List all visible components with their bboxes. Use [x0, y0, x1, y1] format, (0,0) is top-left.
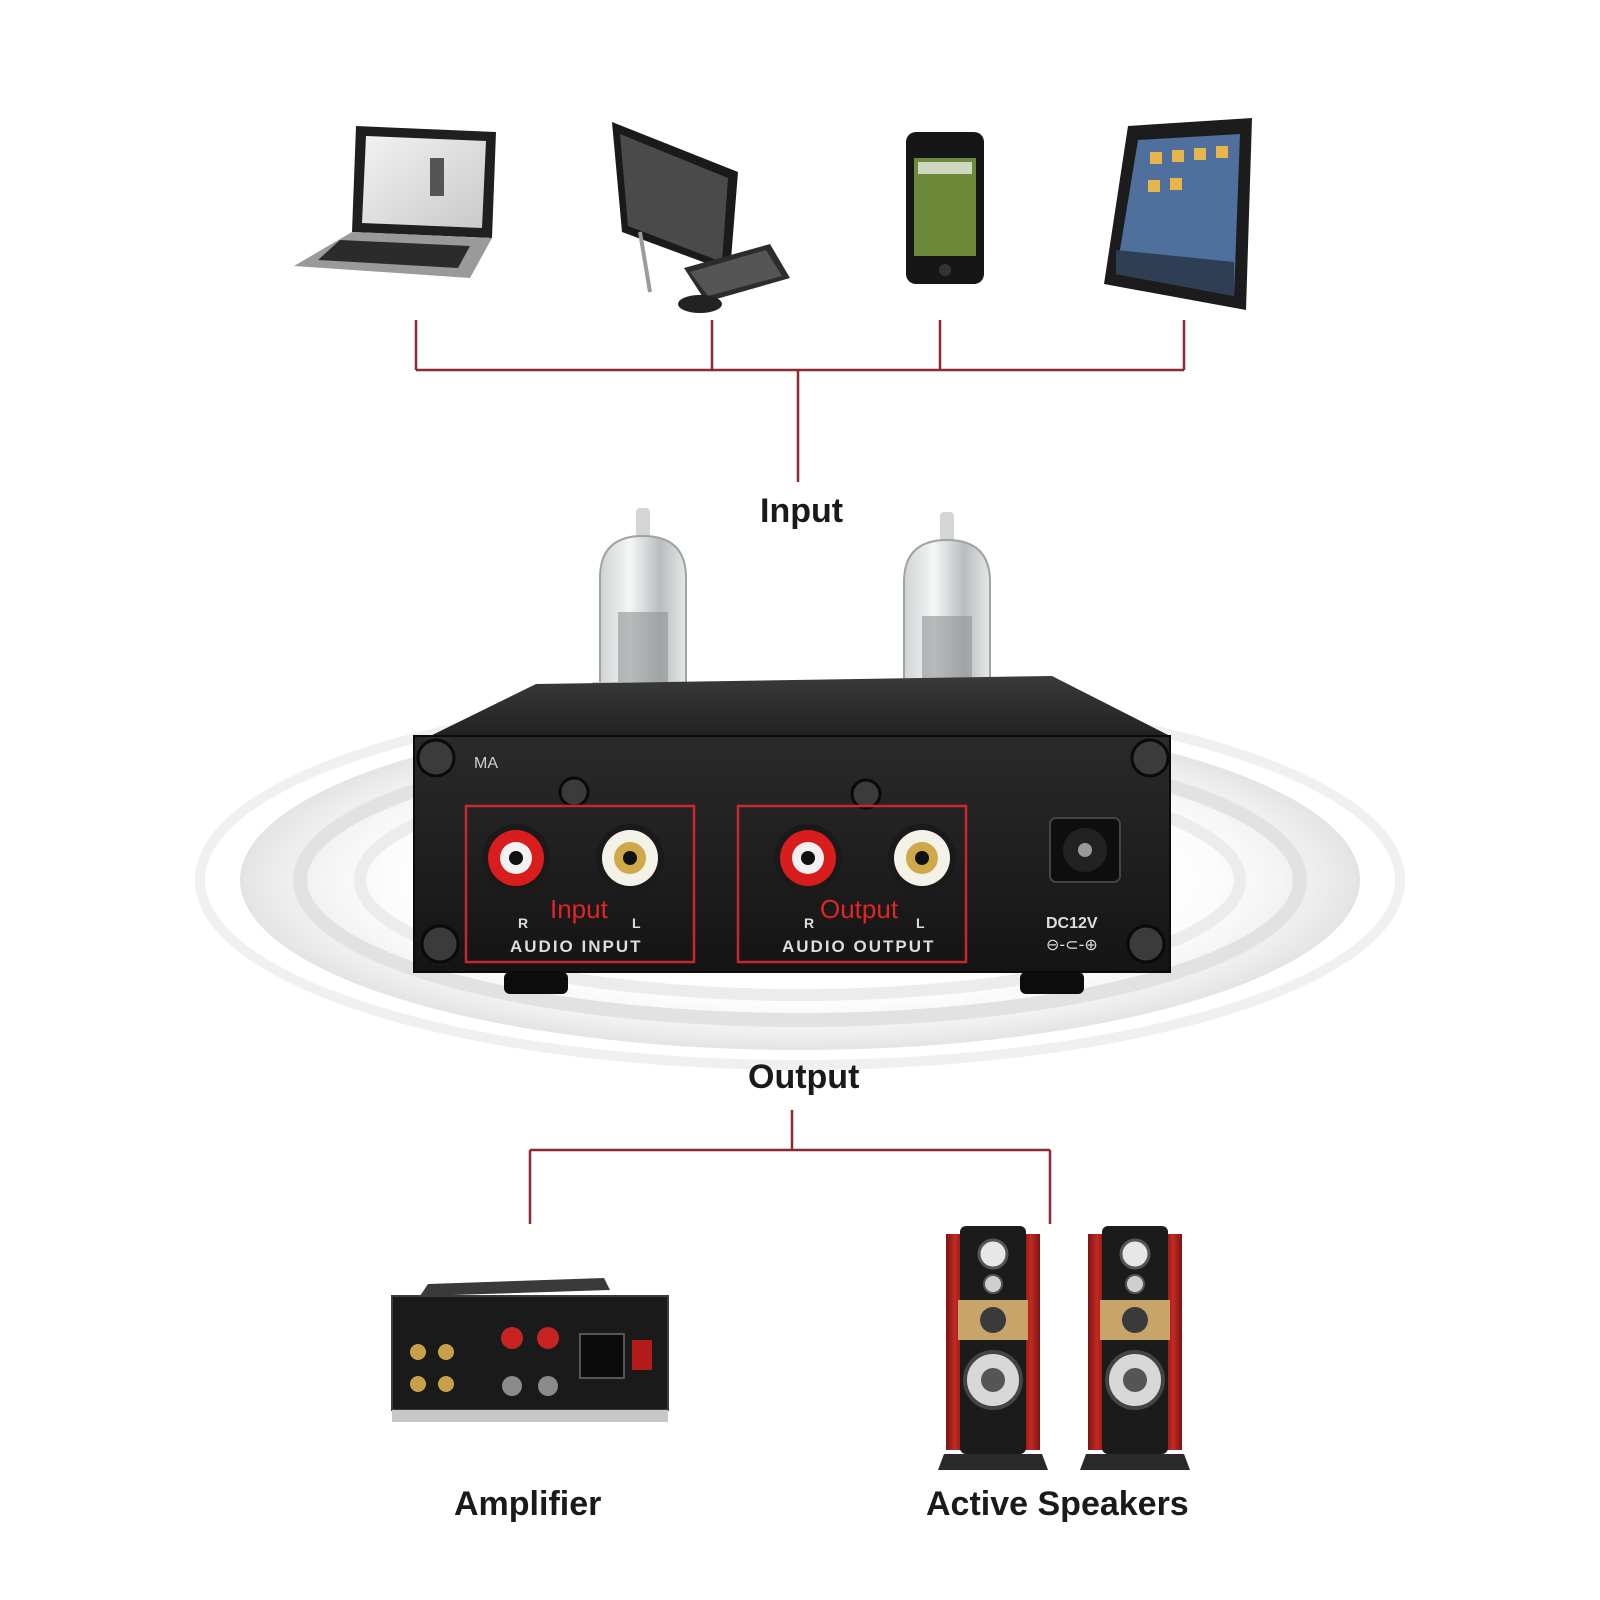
dc-power-jack — [1049, 817, 1121, 883]
output-flow-label: Output — [748, 1058, 860, 1096]
audio-output-panel: Output R L AUDIO OUTPUT — [736, 804, 968, 964]
smartphone-icon — [906, 132, 984, 284]
tube-preamp: MA Input R L AUDIO INPUT — [413, 508, 1171, 994]
output-connector-bracket — [528, 1110, 1052, 1224]
audio-input-panel: Input R L AUDIO INPUT — [464, 804, 696, 964]
speaker-left — [938, 1226, 1048, 1470]
amplifier-icon — [391, 1278, 669, 1422]
vacuum-tube-left — [592, 508, 694, 702]
speaker-right — [1080, 1226, 1190, 1470]
input-panel-caption: AUDIO INPUT — [510, 937, 643, 956]
output-panel-caption: AUDIO OUTPUT — [782, 937, 935, 956]
output-right-channel: R — [804, 915, 814, 931]
amplifier-label: Amplifier — [454, 1485, 602, 1523]
input-left-channel: L — [632, 915, 641, 931]
vacuum-tube-right — [896, 512, 998, 702]
input-right-channel: R — [518, 915, 528, 931]
active-speakers-label: Active Speakers — [926, 1485, 1189, 1523]
rca-input-right-jack — [482, 824, 550, 892]
input-flow-label: Input — [760, 492, 844, 530]
brand-mark: MA — [474, 755, 498, 772]
tablet-icon — [1104, 118, 1252, 310]
rca-output-left-jack — [888, 824, 956, 892]
rca-output-right-jack — [774, 824, 842, 892]
speakers-icon — [938, 1226, 1190, 1470]
input-panel-title: Input — [550, 894, 609, 924]
output-left-channel: L — [916, 915, 925, 931]
input-connector-bracket — [414, 320, 1186, 482]
chassis-screws — [416, 738, 1170, 964]
power-label: DC12V — [1046, 915, 1098, 932]
laptop-icon — [294, 126, 496, 278]
power-polarity-symbol: ⊖-⊂-⊕ — [1046, 935, 1098, 954]
rca-input-left-jack — [596, 824, 664, 892]
all-in-one-pc-icon — [612, 122, 790, 313]
output-panel-title: Output — [820, 894, 899, 924]
